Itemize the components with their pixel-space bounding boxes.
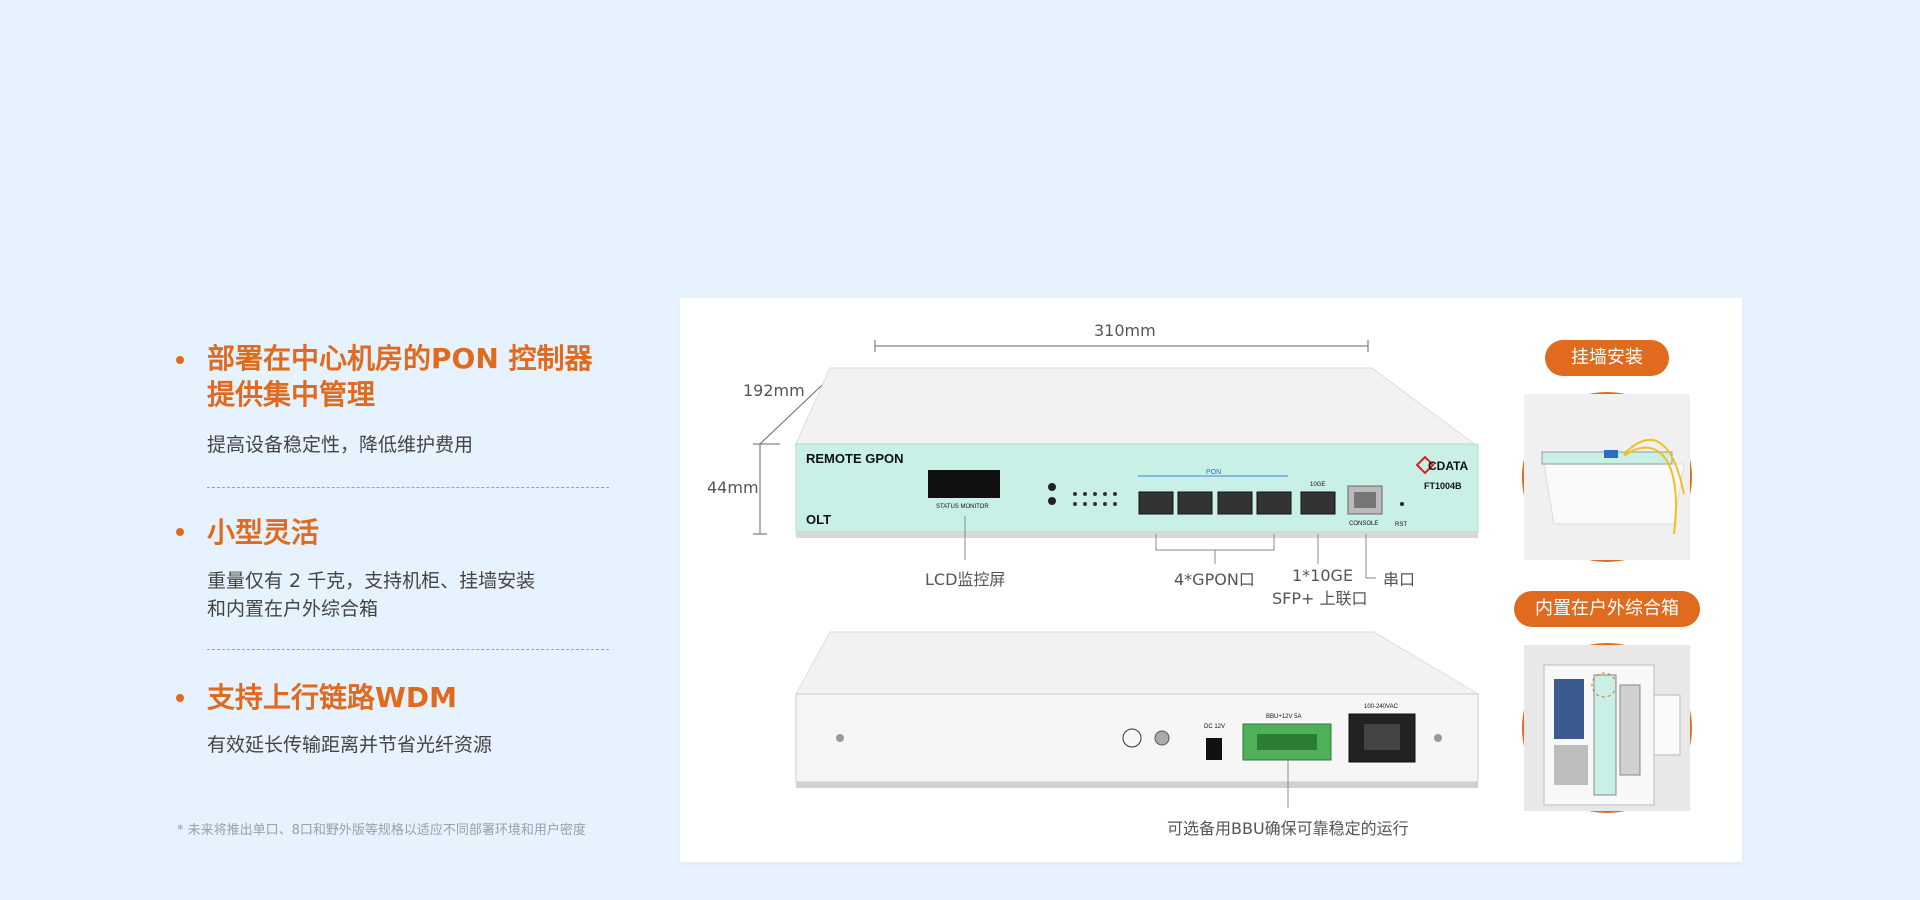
feature-title: 小型灵活 (207, 516, 320, 549)
ac-label: 100-240VAC (1364, 704, 1399, 710)
cabinet-badge: 内置在户外综合箱 (1514, 591, 1700, 627)
lcd-caption: STATUS MONITOR (936, 504, 989, 510)
bbu-callout: 可选备用BBU确保可靠稳定的运行 (1167, 819, 1409, 838)
cabinet-image (1524, 645, 1690, 811)
feature-desc: 重量仅有 2 千克，支持机柜、挂墙安装 (207, 570, 536, 592)
sfp-callout-line2: SFP+ 上联口 (1272, 589, 1368, 608)
feature-list: 部署在中心机房的PON 控制器 提供集中管理 提高设备稳定性，降低维护费用 小型… (0, 0, 640, 900)
front-model-text: OLT (806, 512, 831, 527)
height-dimension: 44mm (707, 478, 759, 497)
ge-label: 10GE (1310, 482, 1325, 488)
pon-label: PON (1206, 469, 1221, 476)
divider (207, 649, 609, 650)
gpon-callout: 4*GPON口 (1174, 570, 1255, 589)
bullet (176, 528, 184, 536)
feature-desc: 提高设备稳定性，降低维护费用 (207, 434, 474, 456)
lcd-callout: LCD监控屏 (925, 570, 1006, 589)
product-panel: 310mm 192mm 44mm REMOTE GPON OLT (680, 298, 1742, 862)
bbu-port-label: BBU+12V 5A (1266, 714, 1302, 720)
feature-title: 支持上行链路WDM (207, 681, 457, 714)
feature-title: 部署在中心机房的PON 控制器 (207, 342, 593, 375)
wall-mount-badge: 挂墙安装 (1545, 340, 1669, 376)
depth-dimension: 192mm (743, 381, 805, 400)
feature-desc: 有效延长传输距离并节省光纤资源 (207, 734, 493, 756)
width-dimension: 310mm (1094, 321, 1156, 340)
cabinet-photo (1522, 643, 1692, 813)
dc-label: DC 12V (1204, 724, 1225, 730)
divider (207, 487, 609, 488)
console-label: CONSOLE (1349, 521, 1378, 527)
footnote: * 未来将推出单口、8口和野外版等规格以适应不同部署环境和用户密度 (177, 823, 586, 838)
device-model: FT1004B (1424, 481, 1462, 491)
wall-mount-photo (1522, 392, 1692, 562)
front-brand-text: REMOTE GPON (806, 451, 904, 466)
bullet (176, 694, 184, 702)
wall-mount-image (1524, 394, 1690, 560)
sfp-callout: 1*10GE (1292, 566, 1354, 585)
feature-title: 提供集中管理 (207, 378, 376, 411)
bullet (176, 356, 184, 364)
rst-label: RST (1395, 522, 1407, 528)
device-illustration: REMOTE GPON OLT STATUS MONITOR PON 10GE … (753, 340, 1480, 808)
feature-desc: 和内置在户外综合箱 (207, 598, 379, 620)
serial-callout: 串口 (1383, 570, 1416, 589)
brand-logo: CDATA (1428, 459, 1469, 473)
